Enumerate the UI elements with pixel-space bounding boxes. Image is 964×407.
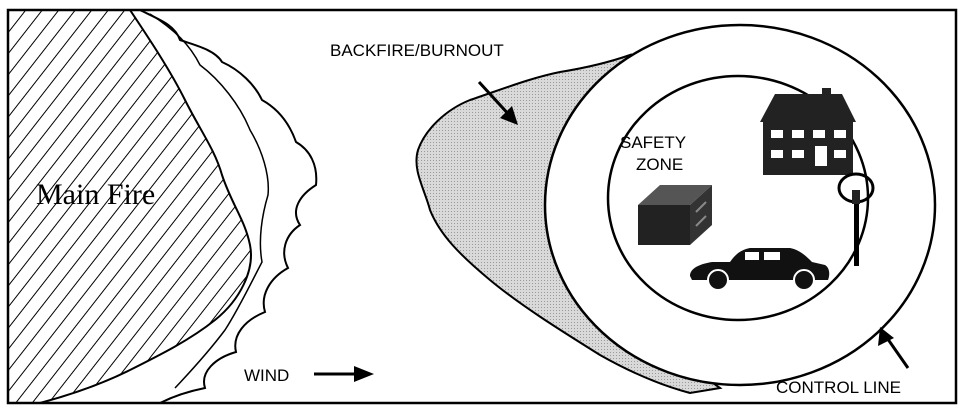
control-line-arrow — [878, 327, 908, 368]
control-line-label: CONTROL LINE — [776, 378, 901, 397]
safety-zone-label-line2: ZONE — [636, 155, 683, 174]
wind-label: WIND — [244, 366, 289, 385]
backfire-burnout-label: BACKFIRE/BURNOUT — [330, 41, 504, 60]
wind-arrow — [314, 366, 374, 382]
main-fire-label: Main Fire — [36, 178, 155, 211]
safety-zone-label-line1: SAFETY — [620, 133, 686, 152]
house-icon — [760, 88, 856, 175]
